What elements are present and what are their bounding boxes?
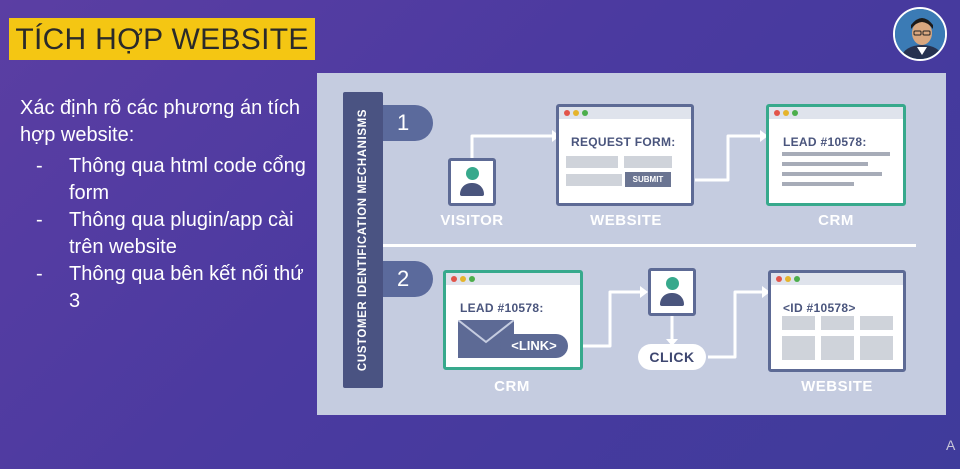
content-block: [821, 336, 854, 360]
visitor-caption: VISITOR: [440, 212, 504, 229]
bullet-text: Thông qua plugin/app cài trên website: [69, 209, 294, 258]
crm-caption: CRM: [818, 212, 854, 229]
arrowhead: [762, 286, 770, 298]
presenter-avatar: [893, 7, 947, 61]
text-line: [782, 162, 868, 166]
text-line: [782, 172, 882, 176]
visitor-icon-box: [448, 158, 496, 206]
step-number-2: 2: [383, 261, 433, 297]
person-body-icon: [660, 293, 684, 306]
bullet-item: - Thông qua html code cổng form: [20, 153, 310, 207]
website-form-window: REQUEST FORM:: [556, 104, 694, 206]
slide-body: Xác định rõ các phương án tích hợp websi…: [20, 95, 310, 315]
arrow-click-website: [708, 290, 762, 359]
content-block: [782, 336, 815, 360]
form-heading: REQUEST FORM:: [571, 135, 676, 149]
intro-text: Xác định rõ các phương án tích hợp websi…: [20, 97, 300, 146]
crm-lead-heading: LEAD #10578:: [783, 135, 867, 149]
bullet-marker: -: [36, 263, 43, 285]
content-block: [782, 316, 815, 330]
form-field: [566, 156, 618, 168]
content-block: [821, 316, 854, 330]
bullet-marker: -: [36, 209, 43, 231]
crm-lead-heading: LEAD #10578:: [460, 301, 544, 315]
arrowhead: [760, 130, 768, 142]
form-field: [624, 156, 672, 168]
step-number-1: 1: [383, 105, 433, 141]
bullet-marker: -: [36, 155, 43, 177]
crm-caption-2: CRM: [494, 378, 530, 395]
text-line: [782, 152, 890, 156]
visitor-icon-box-2: [648, 268, 696, 316]
presenter-photo-icon: [895, 9, 945, 59]
window-titlebar: [446, 273, 580, 285]
arrowhead: [666, 339, 678, 346]
bullet-text: Thông qua html code cổng form: [69, 155, 306, 204]
submit-button: SUBMIT: [625, 172, 671, 187]
bullet-item: - Thông qua bên kết nối thứ 3: [20, 261, 310, 315]
person-icon: [466, 167, 479, 180]
window-titlebar: [771, 273, 903, 285]
content-block: [860, 336, 893, 360]
click-badge: CLICK: [638, 344, 706, 370]
window-titlebar: [769, 107, 903, 119]
bullet-text: Thông qua bên kết nối thứ 3: [69, 263, 304, 312]
arrow-visitor-website: [470, 134, 552, 158]
text-line: [782, 182, 854, 186]
side-label: CUSTOMER IDENTIFICATION MECHANISMS: [343, 92, 383, 388]
website-id-heading: <ID #10578>: [783, 301, 856, 315]
form-field: [566, 174, 622, 186]
content-block: [860, 316, 893, 330]
person-body-icon: [460, 183, 484, 196]
person-icon: [666, 277, 679, 290]
bullet-list: - Thông qua html code cổng form - Thông qu…: [20, 153, 310, 315]
website-caption: WEBSITE: [590, 212, 662, 229]
watermark-text: A: [946, 437, 956, 453]
arrowhead: [640, 286, 648, 298]
row-divider: [383, 244, 916, 247]
arrow-website-crm: [695, 134, 760, 182]
window-titlebar: [559, 107, 691, 119]
bullet-item: - Thông qua plugin/app cài trên website: [20, 207, 310, 261]
website-caption-2: WEBSITE: [801, 378, 873, 395]
slide-title: TÍCH HỢP WEBSITE: [9, 18, 315, 60]
link-badge: <LINK>: [500, 334, 568, 358]
arrow-crm-visitor: [583, 290, 640, 348]
